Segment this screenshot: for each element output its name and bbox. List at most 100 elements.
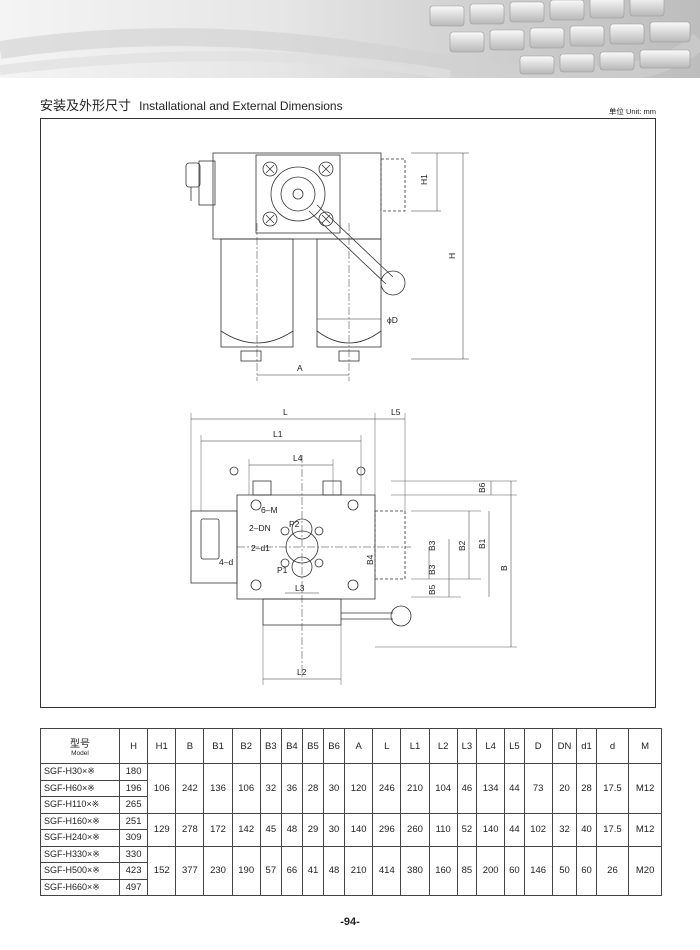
value-cell-l2: 160 bbox=[428, 845, 458, 896]
value-cell-d: 146 bbox=[523, 845, 553, 896]
value-cell-b2: 106 bbox=[231, 763, 261, 814]
label-B3-upper: B3 bbox=[427, 540, 437, 551]
column-header-b: B bbox=[175, 728, 205, 764]
column-header-b6: B6 bbox=[323, 728, 346, 764]
value-cell-h1: 152 bbox=[147, 845, 177, 896]
value-cell-b3: 32 bbox=[259, 763, 282, 814]
label-B4: B4 bbox=[365, 554, 375, 565]
label-L1: L1 bbox=[273, 429, 283, 439]
value-cell-d: 73 bbox=[523, 763, 553, 814]
column-header-d: d bbox=[595, 728, 630, 764]
column-header-d: D bbox=[523, 728, 553, 764]
column-header-model: 型号 Model bbox=[40, 728, 120, 764]
column-header-l5: L5 bbox=[504, 728, 525, 764]
value-cell-b: 377 bbox=[175, 845, 205, 896]
value-cell-b5: 28 bbox=[301, 763, 325, 814]
value-cell-d: 17.5 bbox=[595, 812, 630, 847]
value-cell-a: 210 bbox=[344, 845, 374, 896]
h-cell: 180 bbox=[118, 763, 149, 781]
value-cell-b: 242 bbox=[175, 763, 205, 814]
drawing-labels: H1 H ϕD A L L5 L1 L4 L3 L2 B6 B B1 B2 B3… bbox=[219, 174, 509, 677]
value-cell-d1: 28 bbox=[576, 763, 597, 814]
column-header-b4: B4 bbox=[280, 728, 303, 764]
column-header-m: M bbox=[628, 728, 662, 764]
table-row: SGF-H110×※265 bbox=[40, 796, 662, 814]
column-header-l1: L1 bbox=[400, 728, 430, 764]
label-L5: L5 bbox=[391, 407, 401, 417]
value-cell-b6: 30 bbox=[323, 763, 346, 814]
model-cell: SGF-H30×※ bbox=[40, 763, 120, 781]
value-cell-l3: 52 bbox=[456, 812, 478, 847]
label-L3: L3 bbox=[295, 583, 305, 593]
value-cell-d: 17.5 bbox=[595, 763, 630, 814]
value-cell-l: 414 bbox=[372, 845, 402, 896]
value-cell-b1: 172 bbox=[203, 812, 233, 847]
table-row: SGF-H500×※423 bbox=[40, 862, 662, 880]
dimension-drawing: H1 H ϕD A L L5 L1 L4 L3 L2 B6 B B1 B2 B3… bbox=[40, 118, 656, 708]
value-cell-dn: 32 bbox=[551, 812, 578, 847]
label-B5: B5 bbox=[427, 584, 437, 595]
value-cell-b2: 190 bbox=[231, 845, 261, 896]
label-B3-lower: B3 bbox=[427, 564, 437, 575]
label-L: L bbox=[283, 407, 288, 417]
value-cell-b1: 230 bbox=[203, 845, 233, 896]
label-B2: B2 bbox=[457, 540, 467, 551]
page-number: -94- bbox=[340, 916, 360, 928]
label-2DN: 2–DN bbox=[249, 523, 271, 533]
unit-label: 单位 Unit: mm bbox=[608, 107, 656, 116]
value-cell-l5: 60 bbox=[504, 845, 525, 896]
plan-view bbox=[190, 413, 517, 685]
label-L2: L2 bbox=[297, 667, 307, 677]
value-cell-l1: 210 bbox=[400, 763, 430, 814]
value-cell-l2: 104 bbox=[428, 763, 458, 814]
label-2d1: 2–d1 bbox=[251, 543, 270, 553]
column-header-d1: d1 bbox=[576, 728, 597, 764]
h-cell: 497 bbox=[118, 878, 149, 896]
value-cell-b1: 136 bbox=[203, 763, 233, 814]
value-cell-b6: 48 bbox=[323, 845, 346, 896]
column-header-l4: L4 bbox=[476, 728, 506, 764]
value-cell-b5: 41 bbox=[301, 845, 325, 896]
h-cell: 251 bbox=[118, 812, 149, 830]
h-cell: 196 bbox=[118, 779, 149, 797]
value-cell-l3: 46 bbox=[456, 763, 478, 814]
column-header-b3: B3 bbox=[259, 728, 282, 764]
label-H: H bbox=[447, 253, 457, 259]
value-cell-l1: 380 bbox=[400, 845, 430, 896]
label-B: B bbox=[499, 565, 509, 571]
value-cell-m: M12 bbox=[628, 763, 662, 814]
model-cell: SGF-H240×※ bbox=[40, 829, 120, 847]
header-banner bbox=[0, 0, 700, 78]
value-cell-dn: 50 bbox=[551, 845, 578, 896]
column-header-b1: B1 bbox=[203, 728, 233, 764]
filter-drawing-svg: H1 H ϕD A L L5 L1 L4 L3 L2 B6 B B1 B2 B3… bbox=[185, 152, 517, 685]
value-cell-l3: 85 bbox=[456, 845, 478, 896]
table-row: SGF-H660×※497 bbox=[40, 878, 662, 896]
column-header-l2: L2 bbox=[428, 728, 458, 764]
value-cell-l5: 44 bbox=[504, 763, 525, 814]
value-cell-b4: 36 bbox=[280, 763, 303, 814]
value-cell-l: 296 bbox=[372, 812, 402, 847]
value-cell-b3: 57 bbox=[259, 845, 282, 896]
value-cell-d: 26 bbox=[595, 845, 630, 896]
value-cell-b4: 66 bbox=[280, 845, 303, 896]
column-header-h1: H1 bbox=[147, 728, 177, 764]
value-cell-a: 140 bbox=[344, 812, 374, 847]
section-title: 安装及外形尺寸 Installational and External Dime… bbox=[40, 95, 343, 114]
h-cell: 309 bbox=[118, 829, 149, 847]
model-cell: SGF-H330×※ bbox=[40, 845, 120, 863]
value-cell-a: 120 bbox=[344, 763, 374, 814]
value-cell-dn: 20 bbox=[551, 763, 578, 814]
label-4d: 4–d bbox=[219, 557, 233, 567]
label-6M: 6–M bbox=[261, 505, 278, 515]
label-B1: B1 bbox=[477, 538, 487, 549]
column-header-b2: B2 bbox=[231, 728, 261, 764]
column-header-dn: DN bbox=[551, 728, 578, 764]
label-B6: B6 bbox=[477, 482, 487, 493]
elevation-view bbox=[185, 152, 469, 381]
model-cell: SGF-H500×※ bbox=[40, 862, 120, 880]
